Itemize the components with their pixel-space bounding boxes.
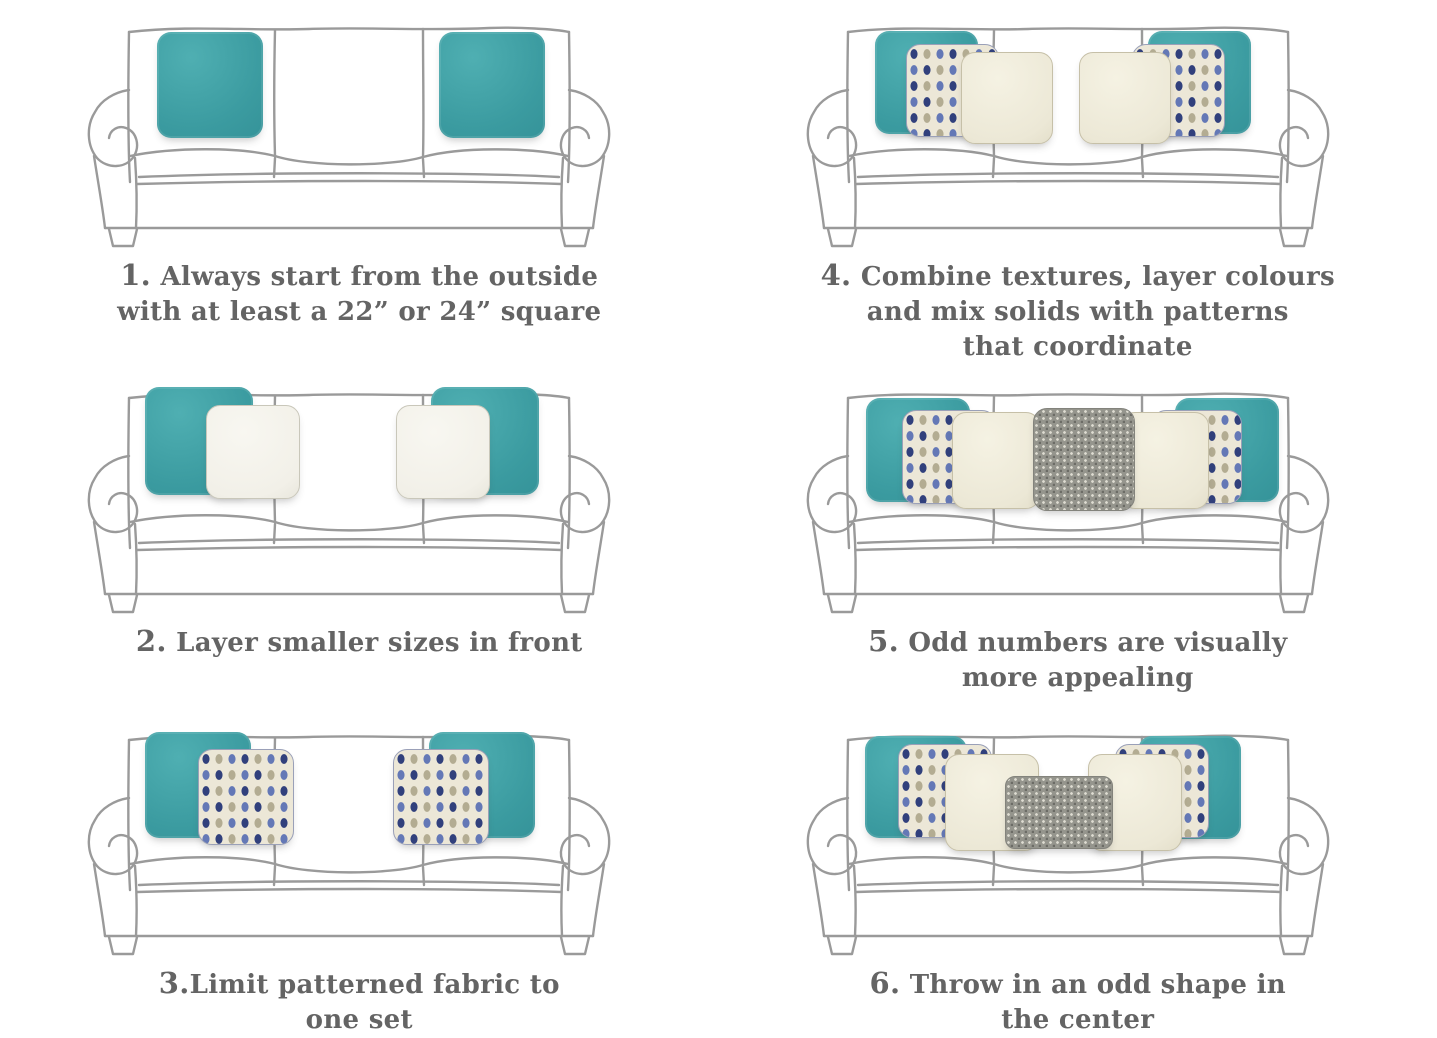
sofa-scene-5 — [798, 372, 1358, 622]
sofa-scene-6 — [798, 714, 1358, 964]
pillow-pattern — [393, 749, 489, 845]
pillow-teal — [439, 32, 545, 138]
tip-number-3: 3. — [159, 966, 190, 1000]
pillow-cream — [1079, 52, 1171, 144]
sofa-scene-4 — [798, 6, 1358, 256]
pillow-cream — [961, 52, 1053, 144]
tip-number-4: 4. — [821, 258, 852, 292]
tip-number-2: 2. — [136, 624, 167, 658]
sofa-scene-1 — [79, 6, 639, 256]
tip-number-6: 6. — [870, 966, 901, 1000]
tip-number-1: 1. — [120, 258, 151, 292]
pillow-graytex — [1033, 408, 1135, 511]
tip-caption-2: 2. Layer smaller sizes in front — [136, 624, 583, 661]
sofa-scene-2 — [79, 372, 639, 622]
pillow-lumbar — [1005, 776, 1113, 849]
tip-number-5: 5. — [868, 624, 899, 658]
pillow-cream — [952, 412, 1040, 509]
pillow-teal — [157, 32, 263, 138]
pillow-white — [206, 405, 300, 499]
pillow-white — [396, 405, 490, 499]
tip-panel-2: 2. Layer smaller sizes in front — [0, 352, 719, 690]
sofa-scene-3 — [79, 714, 639, 964]
pillow-pattern — [198, 749, 294, 845]
